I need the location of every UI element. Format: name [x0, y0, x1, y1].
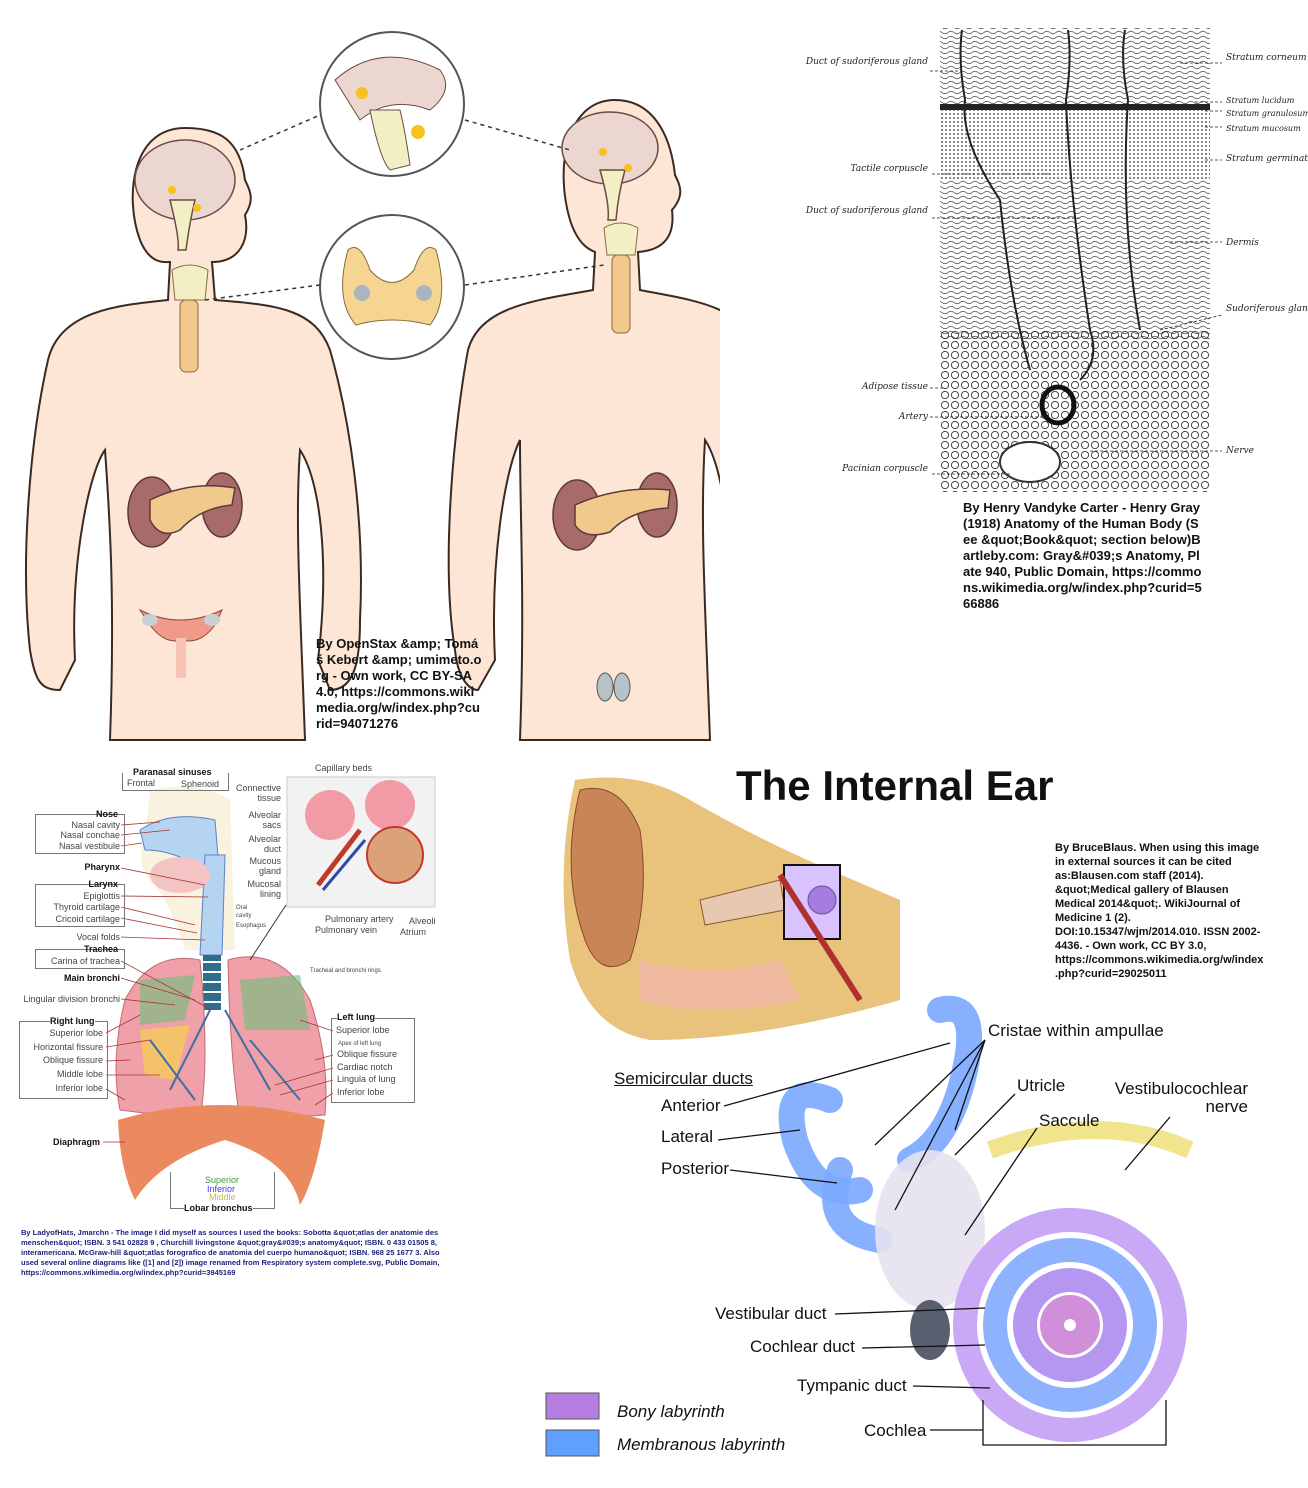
legend-swatch-bony: [545, 1392, 600, 1420]
skin-label-dermis: Dermis: [1226, 238, 1259, 248]
label-left-lung: Left lung: [337, 1012, 375, 1022]
label-cristae: Cristae within ampullae: [988, 1021, 1164, 1040]
skin-label-corneum: Stratum corneum: [1226, 53, 1307, 63]
label-alveolar-duct: Alveolar duct: [248, 834, 281, 854]
label-l-inferior: Inferior lobe: [337, 1087, 385, 1097]
label-vestibulocochlear-nerve: Vestibulocochlear nerve: [1114, 1079, 1248, 1116]
legend-swatch-membranous: [545, 1429, 600, 1457]
label-sphenoid: Sphenoid: [181, 779, 220, 789]
label-capillary-beds: Capillary beds: [315, 763, 373, 773]
label-tracheal-rings: Tracheal and bronchi rings: [310, 968, 381, 974]
female-body: [25, 126, 362, 741]
brain-icons: [134, 111, 659, 251]
label-cochlear-duct: Cochlear duct: [750, 1337, 855, 1356]
label-esophagus: Esophagus: [236, 923, 267, 929]
skin-label-pacinian: Pacinian corpuscle: [842, 464, 928, 474]
skin-illustration: [930, 28, 1223, 492]
label-cricoid-cartilage: Cricoid cartilage: [55, 914, 120, 924]
label-alveoli: Alveoli: [409, 916, 436, 926]
trachea-box: [35, 949, 125, 969]
label-frontal: Frontal: [127, 778, 156, 788]
label-l-oblique: Oblique fissure: [337, 1049, 398, 1059]
label-nasal-conchae: Nasal conchae: [60, 830, 120, 840]
label-carina: Carina of trachea: [50, 956, 120, 966]
label-anterior: Anterior: [661, 1096, 721, 1115]
respiratory-illustration: [103, 776, 436, 1205]
label-posterior: Posterior: [661, 1159, 730, 1178]
cochlea-spiral: [953, 1208, 1187, 1442]
skin-label-granulosum: Stratum granulosum: [1226, 109, 1308, 118]
skin-label-germinativum: Stratum germinativum: [1226, 154, 1308, 164]
label-lobar-inferior: Inferior: [207, 1184, 236, 1194]
skin-label-duct-upper: Duct of sudoriferous gland: [805, 57, 928, 67]
label-nasal-vestibule: Nasal vestibule: [58, 841, 120, 851]
label-r-inferior: Inferior lobe: [55, 1083, 103, 1093]
skin-label-adipose: Adipose tissue: [862, 382, 928, 392]
label-lobar-superior: Superior: [205, 1175, 240, 1185]
label-epiglottis: Epiglottis: [83, 891, 120, 901]
label-trachea: Trachea: [83, 944, 118, 954]
label-r-middle: Middle lobe: [56, 1069, 103, 1079]
label-cochlea: Cochlea: [864, 1421, 927, 1440]
label-alveolar-sacs: Alveolar sacs: [248, 810, 281, 830]
nose-box: [35, 814, 125, 854]
label-semicircular-ducts: Semicircular ducts: [614, 1069, 753, 1088]
skin-label-nerve: Nerve: [1226, 446, 1254, 456]
label-lingular: Lingular division bronchi: [23, 994, 120, 1004]
label-l-lingula: Lingula of lung: [337, 1074, 396, 1084]
label-r-horizontal: Horizontal fissure: [33, 1042, 103, 1052]
label-thyroid-cartilage: Thyroid cartilage: [53, 902, 120, 912]
label-atrium: Atrium: [400, 927, 427, 937]
uterus: [138, 608, 224, 642]
label-r-superior: Superior lobe: [49, 1028, 103, 1038]
label-l-apex: Apex of left lung: [338, 1041, 382, 1047]
label-tympanic-duct: Tympanic duct: [797, 1376, 907, 1395]
label-r-oblique: Oblique fissure: [42, 1055, 103, 1065]
label-vocal-folds: Vocal folds: [76, 932, 120, 942]
ear-attribution: By BruceBlaus. When using this image in …: [1055, 842, 1264, 980]
thyroid-icons: [171, 222, 639, 373]
label-lateral: Lateral: [661, 1127, 713, 1146]
label-nasal-cavity: Nasal cavity: [71, 820, 120, 830]
male-body: [447, 98, 720, 741]
testes: [596, 672, 614, 702]
respiratory-attribution: By LadyofHats, Jmarchn - The image I did…: [21, 1228, 440, 1277]
skin-label-sudoriferous: Sudoriferous gland: [1226, 304, 1308, 314]
larynx-box: [35, 884, 125, 927]
skin-label-lucidum: Stratum lucidum: [1226, 96, 1295, 105]
label-pulmonary-vein: Pulmonary vein: [315, 925, 378, 935]
skin-attribution: By Henry Vandyke Carter - Henry Gray (19…: [963, 500, 1202, 611]
label-lobar-middle: Middle: [209, 1192, 236, 1202]
legend-label-membranous: Membranous labyrinth: [617, 1435, 786, 1454]
label-saccule: Saccule: [1039, 1111, 1100, 1130]
label-larynx: Larynx: [88, 879, 118, 889]
label-mucous-gland: Mucous gland: [249, 856, 281, 876]
endocrine-illustration: [25, 31, 720, 741]
label-nose: Nose: [95, 809, 118, 819]
label-lobar-bronchus: Lobar bronchus: [184, 1203, 253, 1213]
skin-label-tactile: Tactile corpuscle: [850, 164, 928, 174]
label-connective-tissue: Connective tissue: [235, 783, 281, 803]
label-l-superior: Superior lobe: [336, 1025, 390, 1035]
endocrine-attribution: By OpenStax &amp; Tomáš Kebert &amp; umi…: [316, 636, 482, 731]
label-oral-cavity: Oral cavity: [236, 905, 252, 919]
skin-label-artery: Artery: [898, 412, 928, 422]
label-right-lung: Right lung: [50, 1016, 95, 1026]
label-utricle: Utricle: [1017, 1076, 1066, 1095]
skin-label-mucosum: Stratum mucosum: [1226, 124, 1301, 133]
label-main-bronchi: Main bronchi: [64, 973, 120, 983]
label-pulmonary-artery: Pulmonary artery: [325, 914, 394, 924]
label-diaphragm: Diaphragm: [53, 1137, 101, 1147]
paranasal-box: [122, 773, 229, 791]
label-paranasal-sinuses: Paranasal sinuses: [133, 767, 212, 777]
kidneys-pancreas: [127, 472, 678, 551]
label-vestibular-duct: Vestibular duct: [715, 1304, 827, 1323]
legend-label-bony: Bony labyrinth: [617, 1402, 725, 1421]
ear-title: The Internal Ear: [736, 762, 1054, 809]
label-l-cardiac: Cardiac notch: [337, 1062, 393, 1072]
label-mucosal-lining: Mucosal lining: [247, 879, 281, 899]
skin-label-duct-lower: Duct of sudoriferous gland: [805, 206, 928, 216]
label-pharynx: Pharynx: [84, 862, 120, 872]
diaphragm: [118, 1105, 325, 1205]
